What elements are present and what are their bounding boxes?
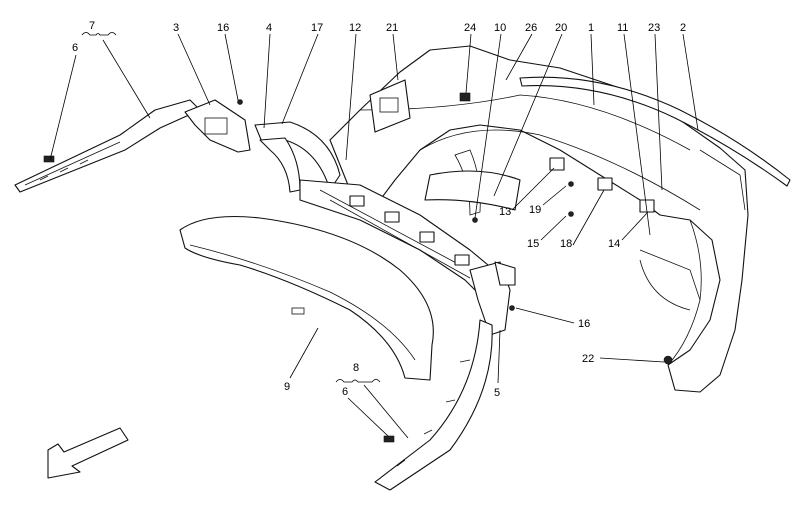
bumper-cover <box>329 45 749 393</box>
recess-panel <box>424 170 521 211</box>
callout-2: 2 <box>680 22 686 34</box>
callout-8: 8 <box>353 362 359 374</box>
callout-3: 3 <box>173 22 179 34</box>
callout-10: 10 <box>494 22 506 34</box>
callout-11: 11 <box>617 22 628 34</box>
callout-26: 26 <box>525 22 537 34</box>
callout-21: 21 <box>386 22 398 34</box>
callout-1: 1 <box>588 22 594 34</box>
callout-13: 13 <box>499 206 511 218</box>
callout-19: 19 <box>529 204 541 216</box>
screw-19 <box>568 181 574 187</box>
callout-20: 20 <box>555 22 567 34</box>
callout-24: 24 <box>464 22 476 34</box>
callout-6-bottom: 6 <box>342 386 348 398</box>
callout-7: 7 <box>89 20 95 32</box>
clip-24 <box>459 92 471 102</box>
top-trim-strip <box>519 76 791 187</box>
clip-18 <box>597 177 613 191</box>
callout-23: 23 <box>648 22 660 34</box>
screw-16a <box>237 99 243 105</box>
clip-22 <box>663 355 673 365</box>
front-direction-arrow <box>47 427 129 479</box>
callout-labels: 7 6 3 16 4 17 12 21 24 10 26 20 1 11 23 … <box>72 20 686 399</box>
leader-lines <box>49 32 699 439</box>
clip-6a <box>43 155 55 163</box>
callout-18: 18 <box>560 238 572 250</box>
clip-6b <box>383 435 395 443</box>
support-arm-12 <box>259 137 301 193</box>
energy-absorber <box>179 216 434 381</box>
callout-16-right: 16 <box>578 318 590 330</box>
bracket-21 <box>369 79 411 133</box>
callout-12: 12 <box>349 22 361 34</box>
screw-15 <box>568 211 574 217</box>
callout-16-top: 16 <box>217 22 229 34</box>
callout-4: 4 <box>266 22 272 34</box>
callout-9: 9 <box>284 381 290 393</box>
screw-16b <box>509 305 515 311</box>
callout-6-top: 6 <box>72 42 78 54</box>
side-guide-8 <box>374 319 493 491</box>
clip-13 <box>549 157 565 171</box>
callout-14: 14 <box>608 238 620 250</box>
callout-5: 5 <box>494 387 500 399</box>
bracket-3 <box>184 99 251 153</box>
callout-22: 22 <box>582 353 594 365</box>
callout-15: 15 <box>527 238 539 250</box>
screw-10 <box>472 217 478 223</box>
callout-17: 17 <box>311 22 323 34</box>
